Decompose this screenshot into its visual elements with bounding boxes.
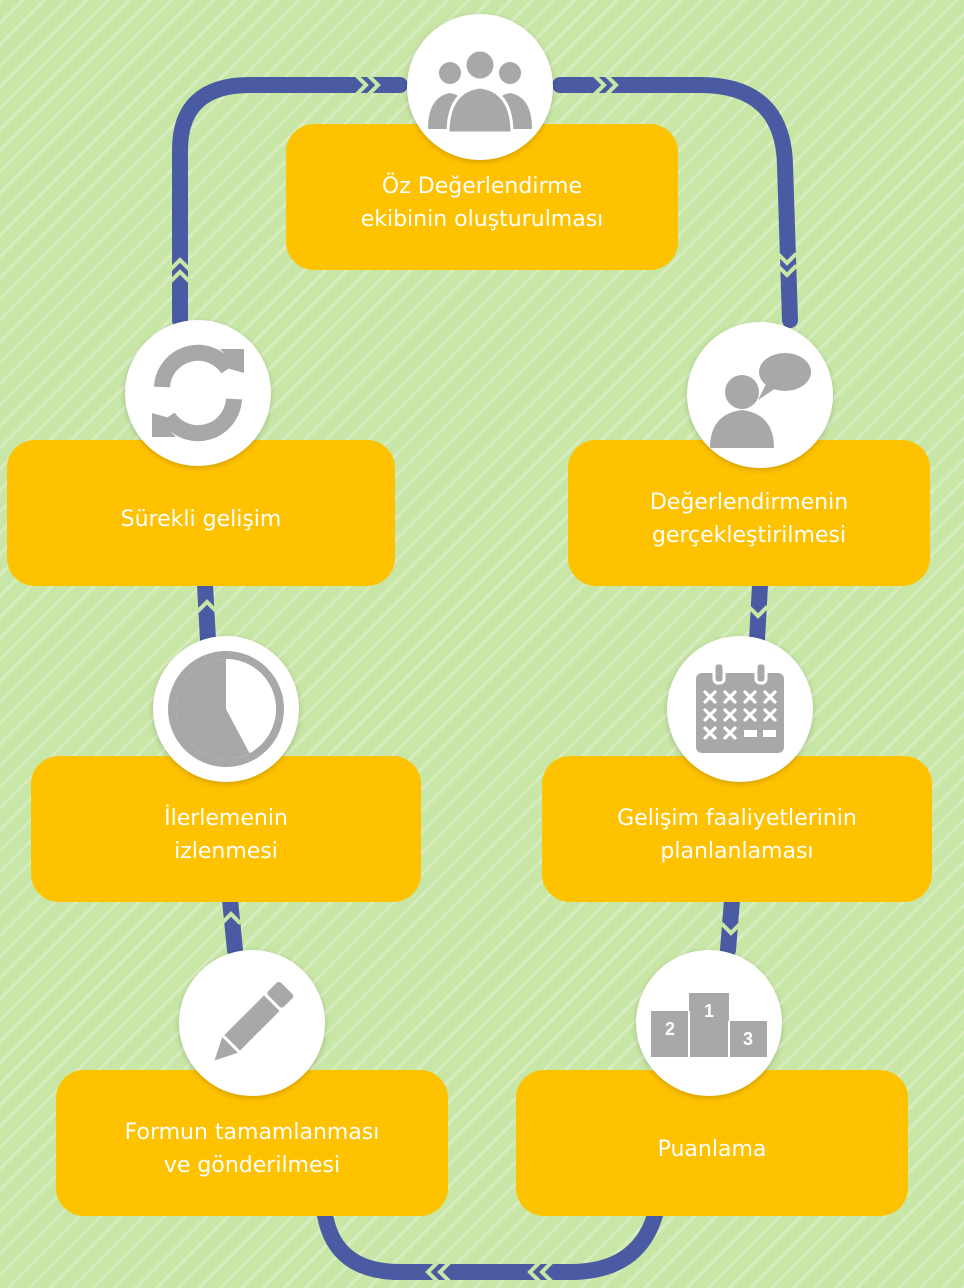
step-scoring-label: Puanlama [657, 1136, 767, 1162]
step-scoring-icon-circle: 1 2 3 [636, 950, 782, 1096]
person-speech-icon [700, 340, 820, 450]
step-monitoring-icon-circle [153, 636, 299, 782]
step-planning-label: Gelişim faaliyetlerinin planlanlaması [617, 806, 857, 864]
refresh-icon [140, 335, 256, 451]
step-assessment-label: Değerlendirmenin gerçekleştirilmesi [649, 490, 849, 548]
step-improvement-label: Sürekli gelişim [120, 506, 282, 532]
podium-icon: 1 2 3 [647, 983, 771, 1063]
step-assessment-icon-circle [687, 322, 833, 468]
step-form-icon-circle [179, 950, 325, 1096]
people-group-icon [420, 37, 540, 137]
step-improvement-icon-circle [125, 320, 271, 466]
calendar-icon [690, 659, 790, 759]
step-form-label: Formun tamamlanması ve gönderilmesi [124, 1120, 380, 1178]
clock-icon [164, 647, 288, 771]
podium-second-number: 2 [665, 1019, 675, 1039]
pencil-icon [197, 968, 307, 1078]
step-form-box: Formun tamamlanması ve gönderilmesi [56, 1070, 448, 1216]
step-team-label: Öz Değerlendirme ekibinin oluşturulması [360, 174, 604, 232]
podium-third-number: 3 [743, 1029, 753, 1049]
step-planning-icon-circle [667, 636, 813, 782]
podium-first-number: 1 [704, 1001, 714, 1021]
step-team-icon-circle [407, 14, 553, 160]
step-monitoring-label: İlerlemenin izlenmesi [164, 806, 288, 864]
